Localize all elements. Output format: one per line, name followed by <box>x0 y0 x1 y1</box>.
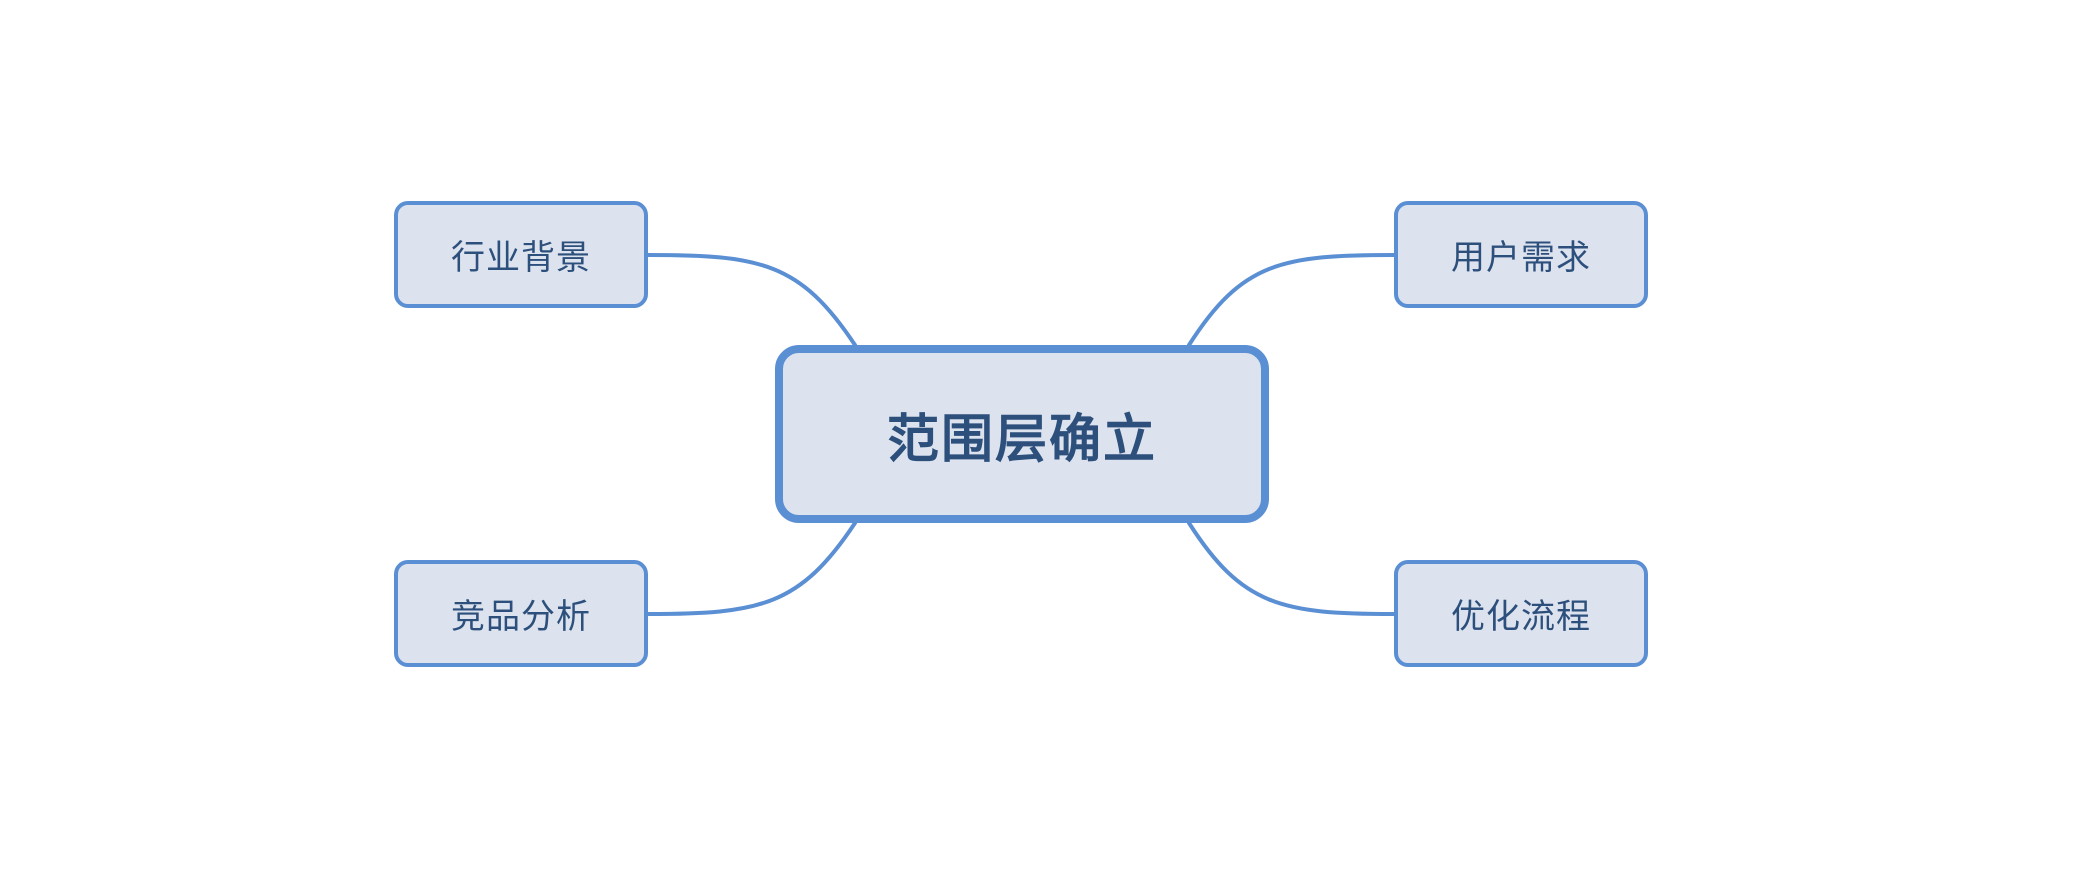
branch-node-top-right[interactable]: 用户需求 <box>1394 201 1648 308</box>
branch-node-label: 竞品分析 <box>451 598 591 636</box>
connector-bottom-right <box>1187 521 1396 616</box>
connector-bottom-left <box>646 521 857 616</box>
branch-node-top-left[interactable]: 行业背景 <box>394 201 648 308</box>
branch-node-label: 行业背景 <box>451 239 591 277</box>
branch-node-label: 用户需求 <box>1451 239 1591 277</box>
branch-node-label: 优化流程 <box>1451 598 1591 636</box>
connector-top-right <box>1187 253 1396 347</box>
branch-node-bottom-left[interactable]: 竞品分析 <box>394 560 648 667</box>
central-node[interactable]: 范围层确立 <box>775 345 1269 523</box>
connector-top-left <box>646 253 857 347</box>
central-node-label: 范围层确立 <box>886 410 1157 469</box>
branch-node-bottom-right[interactable]: 优化流程 <box>1394 560 1648 667</box>
